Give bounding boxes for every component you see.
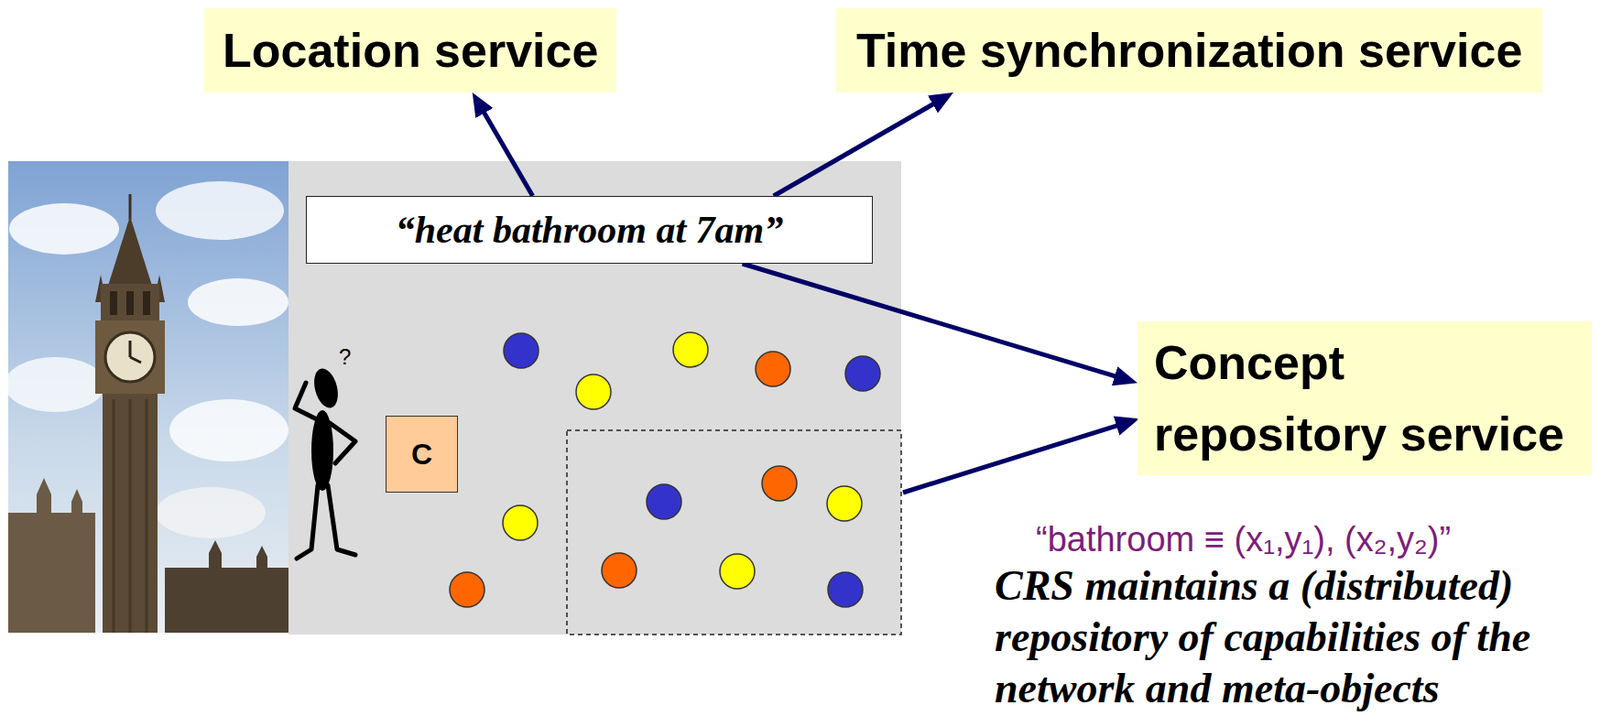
- box-text: Concept repository service: [1153, 326, 1576, 470]
- region-arrow: [903, 424, 1121, 493]
- description-note: CRS maintains a (distributed) repository…: [994, 560, 1581, 715]
- service-box: Concept repository service: [1137, 321, 1592, 476]
- stick-figure: [294, 366, 356, 559]
- box-text: Location service: [222, 21, 599, 80]
- definition-note: “bathroom ≡ (x₁,y₁), (x₂,y₂)”: [1035, 518, 1451, 561]
- controller-box: C: [385, 415, 458, 493]
- box-text: “heat bathroom at 7am”: [395, 206, 784, 253]
- service-box: Time synchronization service: [836, 8, 1543, 93]
- arrow-connector: [742, 263, 1119, 378]
- question-mark: ?: [338, 344, 351, 371]
- box-text: Time synchronization service: [856, 21, 1523, 80]
- service-box: Location service: [204, 8, 617, 93]
- sensor-field: [288, 161, 902, 635]
- tower-photo: [4, 161, 289, 633]
- arrow-connector: [773, 102, 937, 196]
- command-box: “heat bathroom at 7am”: [305, 195, 873, 264]
- box-text: C: [411, 436, 433, 472]
- dashed-region: [566, 430, 902, 635]
- sensor-dots: [449, 332, 881, 608]
- arrow-connector: [482, 109, 534, 196]
